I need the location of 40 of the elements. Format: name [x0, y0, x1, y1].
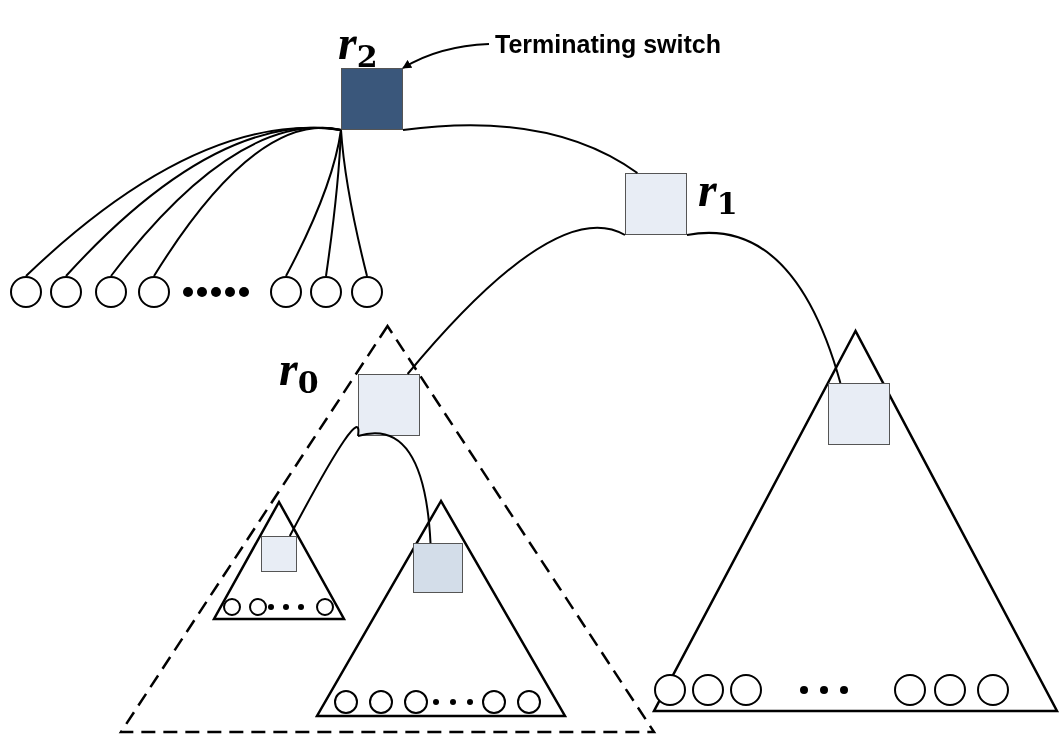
dashed-subtree-triangle — [120, 325, 655, 733]
link-line — [357, 432, 432, 544]
leader-arrow — [402, 43, 490, 69]
leaf-node-circle — [482, 690, 506, 714]
leaf-node-circle — [138, 276, 170, 308]
leaf-node-circle — [404, 690, 428, 714]
node-label: r$_{1}$ — [698, 166, 738, 219]
leaf-node-circle — [310, 276, 342, 308]
link-line — [402, 124, 639, 174]
leaf-node-circle — [10, 276, 42, 308]
link-line — [686, 231, 842, 384]
annotation-text: Terminating switch — [495, 29, 721, 60]
leaf-node-circle — [934, 674, 966, 706]
leaf-node-circle — [334, 690, 358, 714]
link-line — [406, 226, 626, 375]
leaf-node-circle — [95, 276, 127, 308]
leaf-node-circle — [50, 276, 82, 308]
link-line — [153, 126, 342, 277]
leaf-node-circle — [249, 598, 267, 616]
leaf-node-circle — [730, 674, 762, 706]
link-line — [340, 129, 368, 277]
subtree-triangle — [653, 330, 1058, 712]
leaf-node-circle — [223, 598, 241, 616]
leaf-node-circle — [977, 674, 1009, 706]
leaf-node-circle — [351, 276, 383, 308]
link-line — [288, 426, 360, 537]
subtree-triangle — [316, 500, 566, 717]
leaf-node-circle — [692, 674, 724, 706]
subtree-triangle — [213, 501, 345, 620]
switch-square — [413, 543, 463, 593]
leaf-node-circle — [369, 690, 393, 714]
node-label: r$_{0}$ — [279, 345, 319, 398]
leaf-node-circle — [316, 598, 334, 616]
leaf-node-circle — [894, 674, 926, 706]
node-label: r$_{2}$ — [338, 19, 378, 72]
leaf-node-circle — [270, 276, 302, 308]
switch-square — [828, 383, 890, 445]
leaf-node-circle — [517, 690, 541, 714]
switch-square — [261, 536, 297, 572]
leaf-node-circle — [654, 674, 686, 706]
